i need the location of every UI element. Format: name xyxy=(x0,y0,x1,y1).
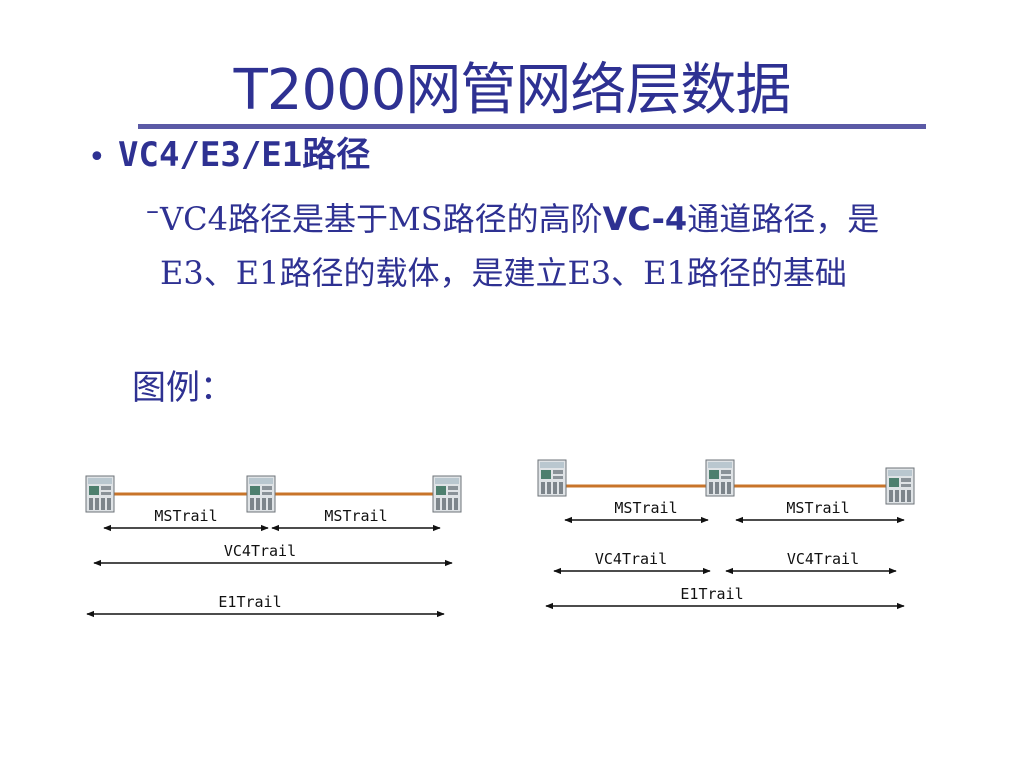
ne-equipment-icon xyxy=(246,475,276,513)
sub-text-part2: 通道路径，是E3、E1路径的载体，是建立E3、E1路径的基础 xyxy=(160,200,880,292)
ne-equipment-icon xyxy=(885,467,915,505)
sub-bullet-text: VC4路径是基于MS路径的高阶VC-4通道路径，是E3、E1路径的载体，是建立E… xyxy=(160,192,900,300)
ms-trail-label-left-1: MSTrail xyxy=(154,507,217,525)
bullet-dot: • xyxy=(88,140,106,175)
slide-title: T2000网管网络层数据 xyxy=(233,58,792,123)
bullet-heading: VC4/E3/E1路径 xyxy=(118,135,371,175)
sub-bullet-dash: – xyxy=(146,196,159,226)
sub-text-bold: VC-4 xyxy=(602,200,688,238)
ne-equipment-icon xyxy=(705,459,735,497)
ne-equipment-icon xyxy=(432,475,462,513)
ne-equipment-icon xyxy=(85,475,115,513)
diagram-right: MSTrail MSTrail VC4Trail VC4Trail E1Trai… xyxy=(537,459,915,610)
vc4-trail-label-left: VC4Trail xyxy=(224,542,296,560)
title-underline xyxy=(138,124,926,129)
ms-trail-label-right-2: MSTrail xyxy=(786,499,849,517)
legend-label: 图例： xyxy=(132,368,234,408)
ne-equipment-icon xyxy=(537,459,567,497)
ms-trail-label-right-1: MSTrail xyxy=(614,499,677,517)
vc4-trail-label-right-1: VC4Trail xyxy=(595,550,667,568)
ms-trail-label-left-2: MSTrail xyxy=(324,507,387,525)
e1-trail-label-right: E1Trail xyxy=(680,585,743,603)
diagram-left: MSTrail MSTrail VC4Trail E1Trail xyxy=(85,475,462,618)
sub-text-part1: VC4路径是基于MS路径的高阶 xyxy=(160,200,603,238)
vc4-trail-label-right-2: VC4Trail xyxy=(787,550,859,568)
e1-trail-label-left: E1Trail xyxy=(218,593,281,611)
